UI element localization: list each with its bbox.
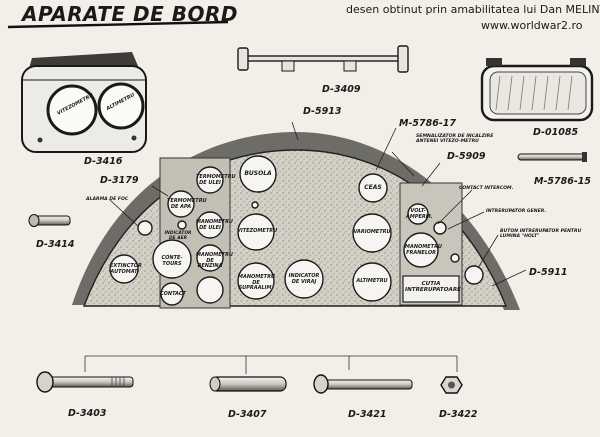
dial-small-right-a: [433, 221, 447, 235]
label-termometru-ulei: TERMOMETRU DE ULEI: [196, 174, 236, 186]
label-manometru-benzina: MANOMETRU DE BENZINA: [196, 252, 233, 269]
label-m5786-15: M-5786-15: [534, 176, 591, 187]
credit-line: desen obtinut prin amabilitatea lui Dan …: [346, 3, 600, 16]
pin-m5786-15: [517, 152, 587, 162]
tube-d3407: [209, 376, 287, 392]
label-variometru: VARIOMETRU: [353, 229, 391, 235]
label-contact: CONTACT: [160, 291, 186, 297]
dial-small-left: [137, 220, 153, 236]
switch-box-outline: [402, 275, 460, 303]
bottom-parts-bracket: [84, 355, 458, 374]
label-manometru-supraalim: MANOMETRU DE SUPRAALIM.: [238, 274, 275, 291]
label-d5909: D-5909: [447, 151, 486, 162]
dial-vitezometru: [237, 213, 275, 251]
label-extinctor: EXTINCTOR AUTOMAT: [110, 263, 142, 275]
title-underline: [7, 20, 229, 29]
note-intrerupator-gener: INTRERUPATOR GENER.: [486, 209, 547, 214]
bolt-d3421: [313, 374, 413, 394]
dial-ceas: [358, 173, 388, 203]
label-d3416: D-3416: [84, 156, 123, 167]
label-d3179: D-3179: [100, 175, 139, 186]
mounting-bracket: [237, 45, 409, 73]
label-d3422: D-3422: [439, 409, 478, 420]
dial-small-aer: [177, 220, 187, 230]
dial-manometru-ulei: [196, 211, 224, 239]
label-manometru-franelor: MANOMETRU FRANELOR: [405, 244, 442, 256]
dial-conte-tours: [152, 239, 192, 279]
label-d5911: D-5911: [529, 267, 568, 278]
note-buton-lumina: BUTON INTRERUPATOR PENTRU LUMINA "HOLT": [500, 229, 582, 240]
label-cutia-intrerupatoare: CUTIA INTRERUPATOARE: [405, 281, 461, 294]
housing-dial-right: [97, 82, 145, 130]
dial-small-right-b: [464, 265, 484, 285]
dial-termometru-apa: [167, 190, 195, 218]
label-indicator-viraj: INDICATOR DE VIRAJ: [288, 273, 320, 285]
label-ceas: CEAS: [364, 184, 382, 191]
label-d01085: D-01085: [533, 127, 579, 138]
dial-small-top: [251, 201, 259, 209]
label-altimetru: ALTIMETRU: [356, 278, 388, 284]
label-d5913: D-5913: [303, 106, 342, 117]
dial-termometru-ulei: [196, 166, 224, 194]
dial-variometru: [352, 213, 392, 253]
dial-indicator-viraj: [284, 259, 324, 299]
label-indicator-aer: INDICATOR DE AER: [164, 231, 192, 241]
note-semnalizator: SEMNALIZATOR DE INCALZIRE ANTENEI VITEZO…: [416, 134, 494, 145]
dial-extinctor: [109, 254, 139, 284]
note-contact-intercom: CONTACT INTERCOM.: [459, 186, 514, 191]
dial-manometru-franelor: [403, 232, 439, 268]
label-conte-tours: CONTE-TOURS: [161, 255, 183, 267]
label-vitezometru: VITEZOMETRU: [237, 228, 278, 234]
label-d3421: D-3421: [348, 409, 387, 420]
nut-d3422: [440, 376, 463, 394]
housing-dial-left: [46, 84, 98, 136]
bolt-d3403: [36, 371, 134, 393]
bolt-d3414: [28, 214, 71, 227]
note-alarma-foc: ALARMA DE FOC: [86, 197, 129, 202]
dial-voltamper: [407, 203, 429, 225]
dial-busola: [239, 155, 277, 193]
label-voltampermetru: VOLT-AMPERM.: [406, 208, 433, 220]
label-termometru-apa: TERMOMETRU DE APA: [167, 198, 207, 210]
label-d3403: D-3403: [68, 408, 107, 419]
dial-contact: [160, 282, 184, 306]
label-m5786-17: M-5786-17: [399, 118, 456, 129]
label-d3409: D-3409: [322, 84, 361, 95]
dial-manometru-benzina-b: [196, 276, 224, 304]
credit-link[interactable]: www.worldwar2.ro: [481, 19, 583, 32]
label-busola: BUSOLA: [244, 170, 272, 177]
lamp-unit: [480, 58, 594, 122]
label-manometru-ulei: MANOMETRU DE ULEI: [196, 219, 233, 231]
dial-small-right-c: [450, 253, 460, 263]
dial-manometru-benzina-a: [196, 244, 224, 272]
page-title: APARATE DE BORD: [22, 2, 238, 26]
dial-altimetru: [352, 262, 392, 302]
label-d3407: D-3407: [228, 409, 267, 420]
label-d3414: D-3414: [36, 239, 75, 250]
dial-manometru-supraalim: [237, 262, 275, 300]
